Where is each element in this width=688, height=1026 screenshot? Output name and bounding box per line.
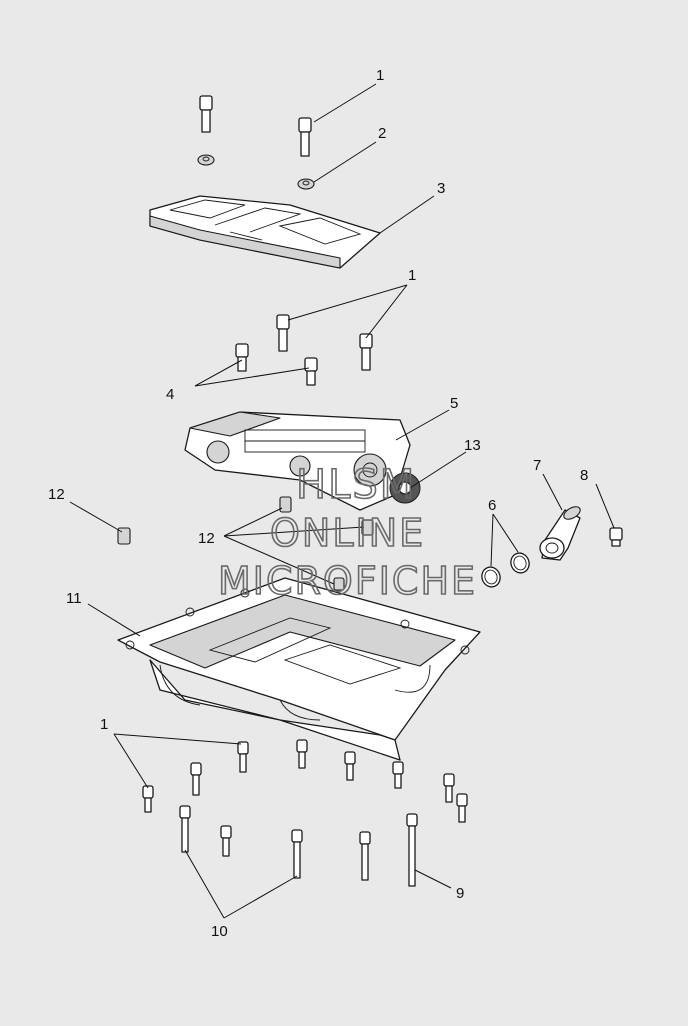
bolt-top-right[interactable] (298, 117, 312, 157)
washer-top-left[interactable] (197, 154, 215, 166)
callout-13: 13 (464, 437, 481, 454)
pan-bolt-extra-long[interactable] (406, 813, 418, 887)
callout-6: 6 (488, 497, 496, 514)
callout-3: 3 (437, 180, 445, 197)
pan-bolt-a[interactable] (142, 785, 154, 813)
pan-bolt-b[interactable] (190, 762, 202, 796)
o-ring-b[interactable] (508, 551, 532, 576)
callout-2: 2 (378, 125, 386, 142)
washer-top-right[interactable] (297, 178, 315, 190)
o-ring-a[interactable] (479, 565, 503, 590)
fitting-bolt[interactable] (609, 527, 623, 547)
callout-1-mid: 1 (408, 267, 416, 284)
callout-5: 5 (450, 395, 458, 412)
pan-bolt-g[interactable] (443, 773, 455, 803)
stud-mid-b[interactable] (304, 357, 318, 386)
leader-lines (69, 83, 615, 919)
bolt-mid-b[interactable] (359, 333, 373, 371)
callout-1-top: 1 (376, 67, 384, 84)
pan-bolt-d[interactable] (296, 739, 308, 769)
elbow-fitting[interactable] (539, 504, 582, 561)
callout-12-mid: 12 (198, 530, 215, 547)
oil-pump-assembly[interactable] (184, 411, 411, 511)
pan-bolt-long-b[interactable] (291, 829, 303, 879)
svg-text:HLSM: HLSM (296, 462, 416, 508)
pan-bolt-h[interactable] (456, 793, 468, 823)
callout-1-low: 1 (100, 716, 108, 733)
pan-bolt-long-a[interactable] (179, 805, 191, 853)
pan-bolt-e[interactable] (344, 751, 356, 781)
callout-11: 11 (66, 590, 82, 607)
callout-12-left: 12 (48, 486, 65, 503)
dowel-mid-a[interactable] (279, 496, 292, 513)
bolt-top-left[interactable] (199, 95, 213, 133)
stud-mid-a[interactable] (235, 343, 249, 372)
callout-7: 7 (533, 457, 541, 474)
pan-bolt-f[interactable] (392, 761, 404, 789)
oil-pan[interactable] (117, 577, 481, 761)
callout-9: 9 (456, 885, 464, 902)
pan-bolt-i[interactable] (220, 825, 232, 857)
svg-text:MICROFICHE: MICROFICHE (218, 559, 477, 603)
callout-4: 4 (166, 386, 174, 403)
watermark: HLSM ONLINE MICROFICHE (217, 461, 477, 604)
callout-8: 8 (580, 467, 588, 484)
bolt-mid-a[interactable] (276, 314, 290, 352)
top-cover-plate[interactable] (149, 195, 381, 269)
pan-bolt-c[interactable] (237, 741, 249, 773)
pump-drive-gear[interactable] (389, 472, 421, 504)
svg-text:ONLINE: ONLINE (270, 511, 425, 555)
callout-10: 10 (211, 923, 228, 940)
pan-bolt-long-c[interactable] (359, 831, 371, 881)
